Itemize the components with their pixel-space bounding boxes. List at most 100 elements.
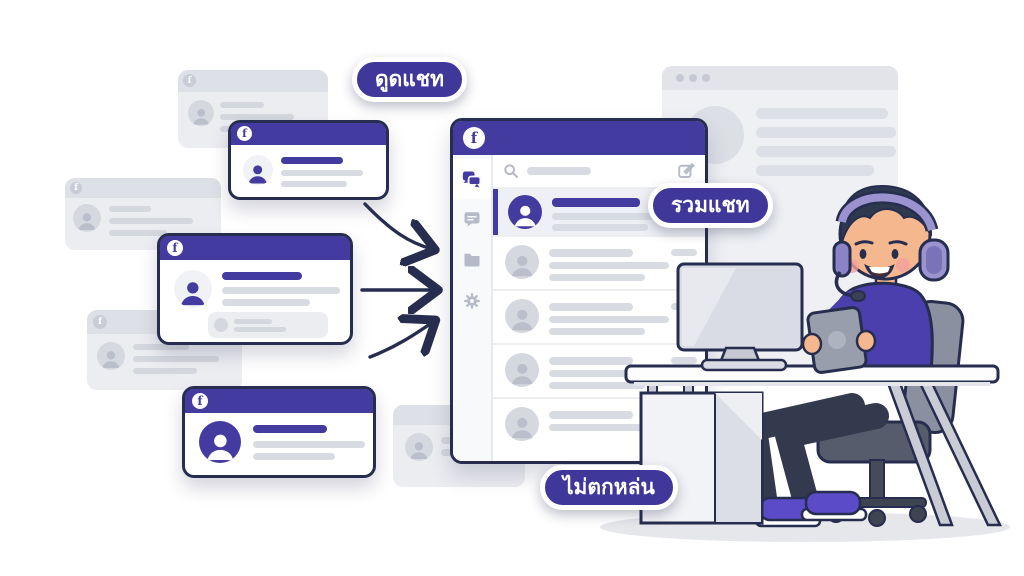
comments-nav-icon[interactable] [453, 199, 491, 239]
search-bar[interactable] [493, 155, 705, 189]
agent-hand [855, 329, 877, 353]
avatar [199, 421, 241, 463]
avatar [188, 100, 214, 126]
text-placeholder [281, 170, 363, 176]
text-placeholder [133, 368, 197, 374]
panel-sidebar [453, 155, 493, 461]
callout-pill-top: ดูดแชท [352, 57, 467, 102]
settings-gear-icon[interactable] [453, 281, 491, 321]
chat-row[interactable] [493, 343, 705, 397]
text-placeholder [756, 146, 896, 157]
text-placeholder [756, 127, 896, 138]
text-placeholder [756, 165, 874, 176]
window-dot [689, 74, 697, 82]
callout-pill-bottom: ไม่ตกหล่น [540, 465, 678, 510]
facebook-icon: f [463, 127, 485, 149]
browser-titlebar [662, 66, 898, 90]
folder-nav-icon[interactable] [453, 239, 491, 279]
chat-row[interactable] [493, 235, 705, 289]
chat-title-placeholder [549, 411, 633, 419]
chat-inbox-panel: f [450, 118, 708, 464]
text-placeholder [253, 441, 365, 448]
text-placeholder [234, 319, 272, 324]
mic-icon [850, 290, 866, 302]
message-title-placeholder [253, 425, 327, 433]
facebook-message-card: f [228, 120, 389, 200]
avatar [505, 353, 539, 387]
window-dot [702, 74, 710, 82]
timestamp-placeholder [671, 249, 697, 256]
reply-bubble [208, 312, 328, 338]
compose-icon[interactable] [677, 162, 695, 180]
chat-title-placeholder [549, 303, 633, 311]
text-placeholder [552, 224, 648, 231]
chat-title-placeholder [549, 357, 633, 365]
avatar [505, 245, 539, 279]
avatar [174, 270, 212, 308]
card-header [65, 178, 221, 198]
chat-title-placeholder [552, 198, 640, 207]
timestamp-placeholder [671, 357, 697, 364]
text-placeholder [109, 218, 193, 224]
text-placeholder [549, 262, 669, 269]
text-placeholder [220, 102, 264, 108]
desk-top [624, 364, 1000, 386]
avatar [505, 407, 539, 441]
facebook-message-card: f [157, 233, 353, 345]
avatar [243, 155, 273, 185]
text-placeholder [552, 213, 678, 220]
text-placeholder [549, 274, 645, 281]
headphones [832, 190, 950, 302]
text-placeholder [222, 299, 310, 306]
text-placeholder [222, 287, 340, 294]
agent-shoes [754, 490, 868, 528]
text-placeholder [549, 382, 645, 389]
panel-header [453, 121, 705, 155]
flow-arrows [360, 202, 460, 359]
arrow [363, 202, 432, 249]
callout-pill-middle: รวมแชท [648, 183, 773, 228]
card-header [160, 236, 350, 260]
chat-title-placeholder [549, 249, 633, 257]
support-agent-illustration [600, 184, 1010, 542]
text-placeholder [549, 316, 669, 323]
facebook-icon: f [183, 74, 196, 87]
facebook-icon: f [192, 393, 208, 409]
arrow [368, 322, 433, 359]
card-header [231, 123, 386, 145]
agent-hand [801, 332, 823, 356]
chats-nav-icon[interactable] [453, 159, 491, 199]
text-placeholder [549, 424, 669, 431]
text-placeholder [109, 206, 151, 212]
text-placeholder [253, 453, 335, 460]
search-icon [504, 164, 518, 178]
avatar [405, 433, 433, 461]
message-title-placeholder [222, 272, 302, 280]
desktop-monitor [676, 262, 804, 372]
text-placeholder [109, 230, 167, 236]
avatar [505, 299, 539, 333]
avatar [73, 204, 101, 232]
facebook-icon: f [70, 182, 82, 194]
search-placeholder [527, 167, 591, 175]
card-header [178, 70, 328, 92]
text-placeholder [281, 181, 347, 187]
avatar [97, 342, 125, 370]
message-title-placeholder [281, 157, 343, 164]
facebook-icon: f [237, 126, 252, 141]
window-dot [676, 74, 684, 82]
text-placeholder [756, 108, 888, 119]
text-placeholder [234, 327, 286, 332]
avatar [214, 318, 228, 332]
text-placeholder [133, 356, 219, 362]
facebook-message-card: f [182, 386, 376, 478]
card-header [185, 389, 373, 413]
text-placeholder [549, 328, 645, 335]
text-placeholder [220, 114, 294, 120]
facebook-icon: f [167, 240, 183, 256]
chat-row[interactable] [493, 289, 705, 343]
avatar [508, 195, 542, 229]
text-placeholder [133, 344, 189, 350]
facebook-icon: f [93, 315, 107, 329]
